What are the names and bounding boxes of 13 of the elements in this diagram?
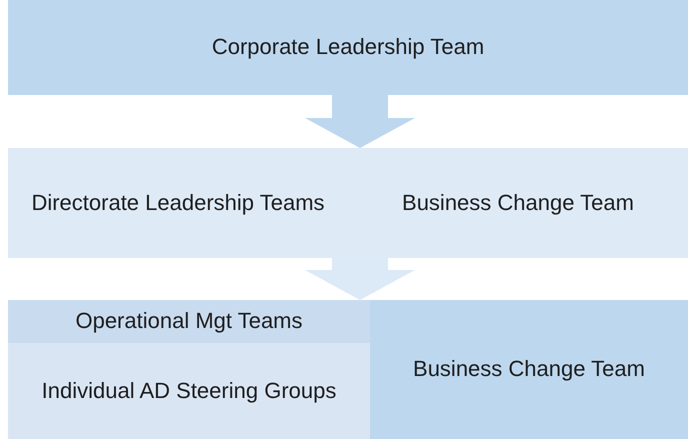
band-label: Individual AD Steering Groups	[40, 376, 338, 405]
block-arrow	[305, 95, 415, 148]
band-label: Operational Mgt Teams	[74, 307, 304, 336]
process-band	[370, 300, 688, 439]
process-band	[8, 148, 688, 258]
band-label: Directorate Leadership Teams	[30, 189, 326, 218]
band-label: Business Change Team	[401, 189, 635, 218]
process-band	[8, 343, 370, 439]
block-arrow	[305, 258, 415, 300]
process-band	[8, 300, 370, 343]
band-label: Business Change Team	[412, 355, 646, 384]
band-label: Corporate Leadership Team	[210, 33, 486, 62]
process-band	[8, 0, 688, 95]
